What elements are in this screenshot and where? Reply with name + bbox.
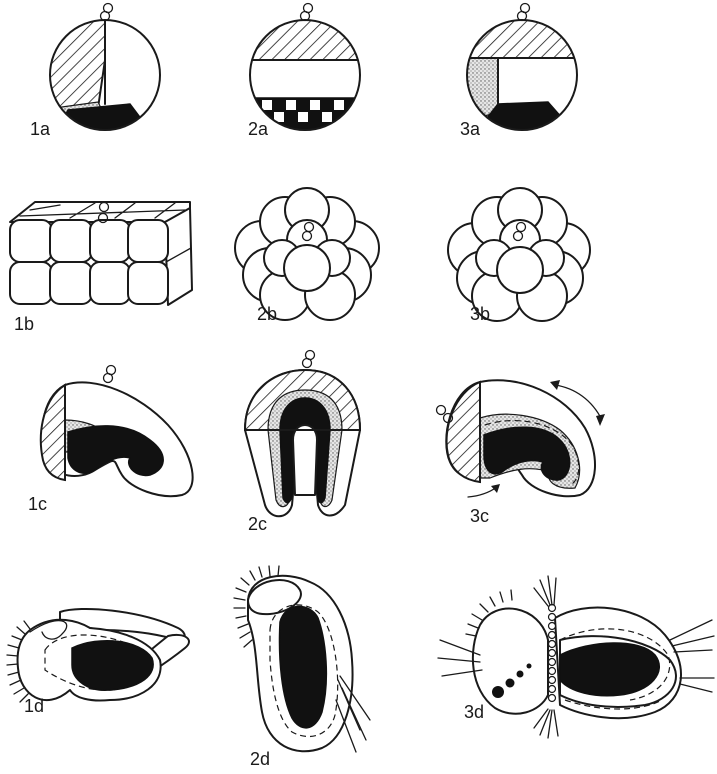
panel-1b: 1b [10, 202, 192, 334]
panel-label-3b: 3b [470, 304, 490, 324]
panel-3d: 3d [438, 576, 714, 738]
panel-label-2d: 2d [250, 749, 270, 769]
panel-3a: 3a [455, 4, 590, 141]
panel-1d: 1d [7, 609, 189, 716]
panel-3c: 3c [437, 380, 606, 526]
panel-label-1b: 1b [14, 314, 34, 334]
panel-label-2b: 2b [257, 304, 277, 324]
panel-label-2c: 2c [248, 514, 267, 534]
panel-label-1c: 1c [28, 494, 47, 514]
panel-label-3d: 3d [464, 702, 484, 722]
panel-1a: 1a [30, 4, 170, 141]
panel-label-2a: 2a [248, 119, 269, 139]
panel-1c: 1c [28, 366, 193, 515]
panel-2c: 2c [245, 351, 360, 535]
panel-label-1a: 1a [30, 119, 51, 139]
panel-3b: 3b [448, 188, 590, 324]
panel-label-1d: 1d [24, 696, 44, 716]
panel-label-3c: 3c [470, 506, 489, 526]
panel-2b: 2b [235, 188, 379, 324]
panel-label-3a: 3a [460, 119, 481, 139]
panel-2d: 2d [234, 566, 370, 769]
panel-2a: 2a [240, 4, 370, 141]
